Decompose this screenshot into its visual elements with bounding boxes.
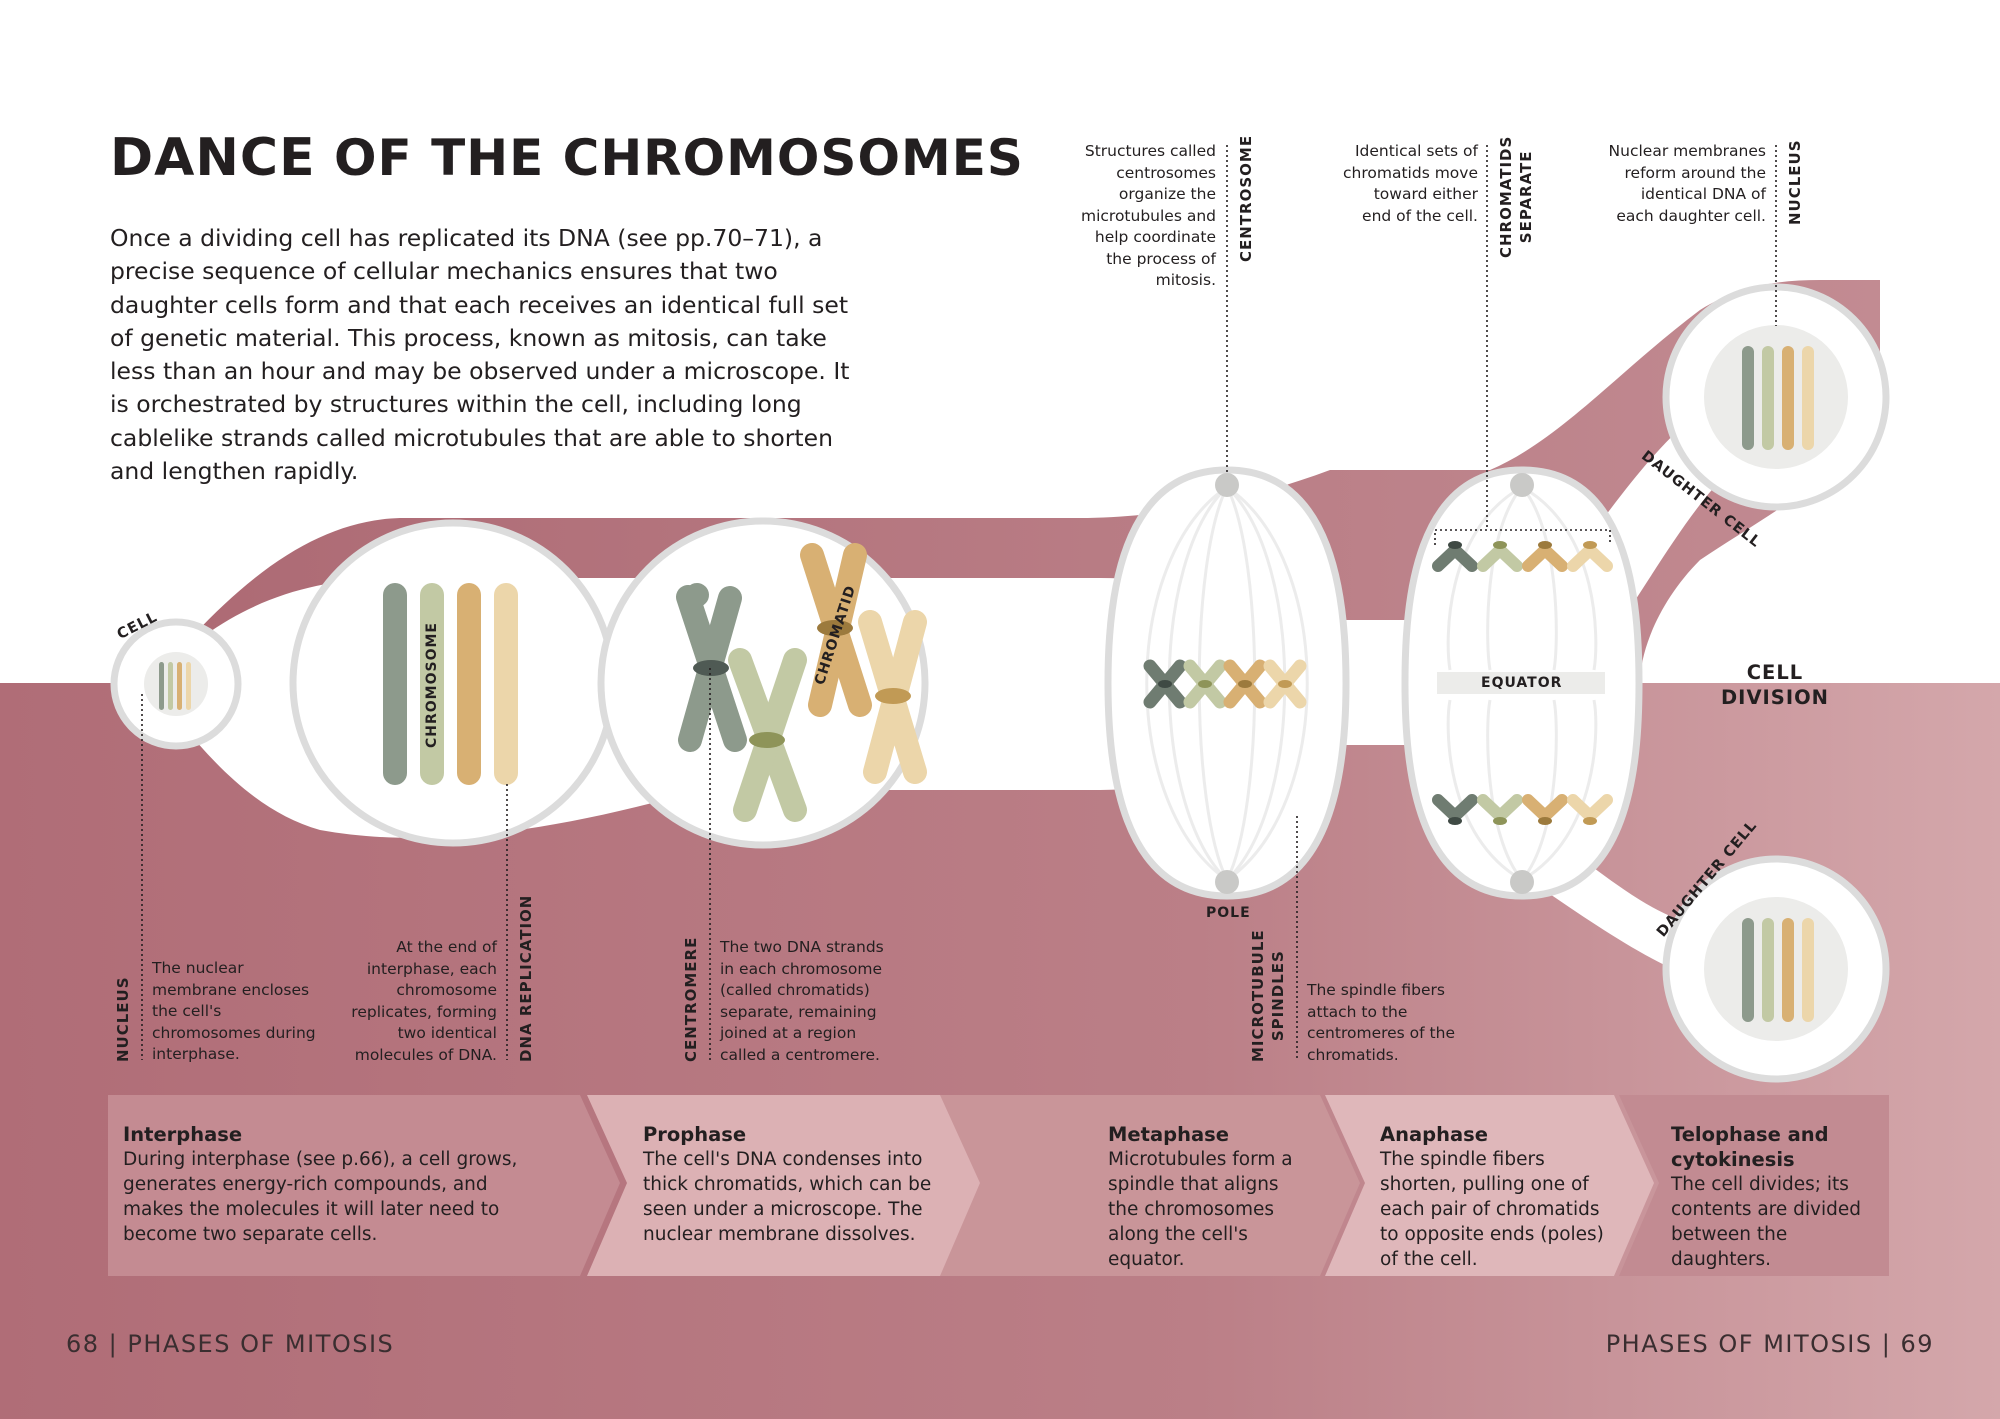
- cell-division-label: CELL DIVISION: [1700, 660, 1850, 710]
- phase-name: Prophase: [643, 1123, 747, 1146]
- phase-text: During interphase (see p.66), a cell gro…: [123, 1149, 518, 1245]
- phase-metaphase: Metaphase Microtubules form a spindle th…: [1108, 1122, 1308, 1272]
- leader-lines: [141, 145, 1777, 1060]
- nucleus-top-label: NUCLEUS: [1786, 139, 1804, 225]
- cell-division-line-2: DIVISION: [1721, 686, 1829, 709]
- chromatids-separate-label-2: SEPARATE: [1517, 150, 1535, 244]
- chromatids-separate-note: Identical sets of chromatids move toward…: [1343, 142, 1478, 225]
- chromosome-label: CHROMOSOME: [424, 622, 440, 748]
- chromosome-circle: [289, 519, 617, 847]
- phase-text: Microtubules form a spindle that aligns …: [1108, 1149, 1293, 1270]
- chromatids-separate-label: CHROMATIDS SEPARATE: [1496, 136, 1536, 258]
- folio-right: PHASES OF MITOSIS | 69: [1605, 1330, 1934, 1358]
- interphase-cell: [110, 618, 242, 750]
- daughter-cell-bottom: [1662, 855, 1890, 1083]
- phase-strip: [108, 1095, 1889, 1276]
- dna-replication-label: DNA REPLICATION: [517, 894, 535, 1062]
- nucleus-bottom-label: NUCLEUS: [114, 976, 132, 1062]
- dna-replication-note: At the end of interphase, each chromosom…: [351, 938, 497, 1064]
- microtubule-spindles-label: MICROTUBULE SPINDLES: [1248, 929, 1288, 1062]
- phase-text: The cell's DNA condenses into thick chro…: [643, 1149, 932, 1245]
- equator-label: EQUATOR: [1481, 675, 1563, 691]
- phase-text: The spindle fibers shorten, pulling one …: [1380, 1149, 1604, 1270]
- title-first-word: Dance: [110, 128, 316, 188]
- nucleus-top-note: Nuclear membranes reform around the iden…: [1608, 142, 1766, 225]
- intro-paragraph: Once a dividing cell has replicated its …: [110, 224, 850, 486]
- nucleus-bottom-note: The nuclear membrane encloses the cell's…: [152, 959, 316, 1063]
- phase-name: Anaphase: [1380, 1123, 1488, 1146]
- chromatids-separate-label-1: CHROMATIDS: [1497, 135, 1515, 258]
- folio-left: 68 | PHASES OF MITOSIS: [66, 1330, 395, 1358]
- anaphase-cell: [1401, 466, 1643, 900]
- centromere-label: CENTROMERE: [682, 936, 700, 1062]
- phase-name: Metaphase: [1108, 1123, 1229, 1146]
- pole-label: POLE: [1206, 905, 1251, 921]
- page-title: Dance of the chromosomes: [110, 128, 1024, 188]
- microtubule-spindles-label-1: MICROTUBULE: [1249, 929, 1267, 1062]
- prophase-circle: [597, 517, 929, 849]
- daughter-cell-top: [1662, 283, 1890, 511]
- phase-telophase: Telophase and cytokinesis The cell divid…: [1671, 1122, 1881, 1272]
- phase-prophase: Prophase The cell's DNA condenses into t…: [643, 1122, 933, 1247]
- phase-text: The cell divides; its contents are divid…: [1671, 1174, 1861, 1270]
- phase-interphase: Interphase During interphase (see p.66),…: [123, 1122, 553, 1247]
- centrosome-note: Structures called centrosomes organize t…: [1080, 142, 1216, 289]
- phase-name: Interphase: [123, 1123, 243, 1146]
- title-rest: of the chromosomes: [334, 129, 1024, 187]
- phase-anaphase: Anaphase The spindle fibers shorten, pul…: [1380, 1122, 1620, 1272]
- metaphase-cell: [1104, 466, 1350, 900]
- phase-name: Telophase and cytokinesis: [1671, 1123, 1829, 1171]
- microtubule-spindles-label-2: SPINDLES: [1269, 950, 1287, 1042]
- cell-division-line-1: CELL: [1746, 661, 1804, 684]
- microtubule-spindles-note: The spindle fibers attach to the centrom…: [1307, 981, 1455, 1064]
- centrosome-label: CENTROSOME: [1237, 134, 1255, 262]
- centromere-note: The two DNA strands in each chromosome (…: [720, 938, 884, 1064]
